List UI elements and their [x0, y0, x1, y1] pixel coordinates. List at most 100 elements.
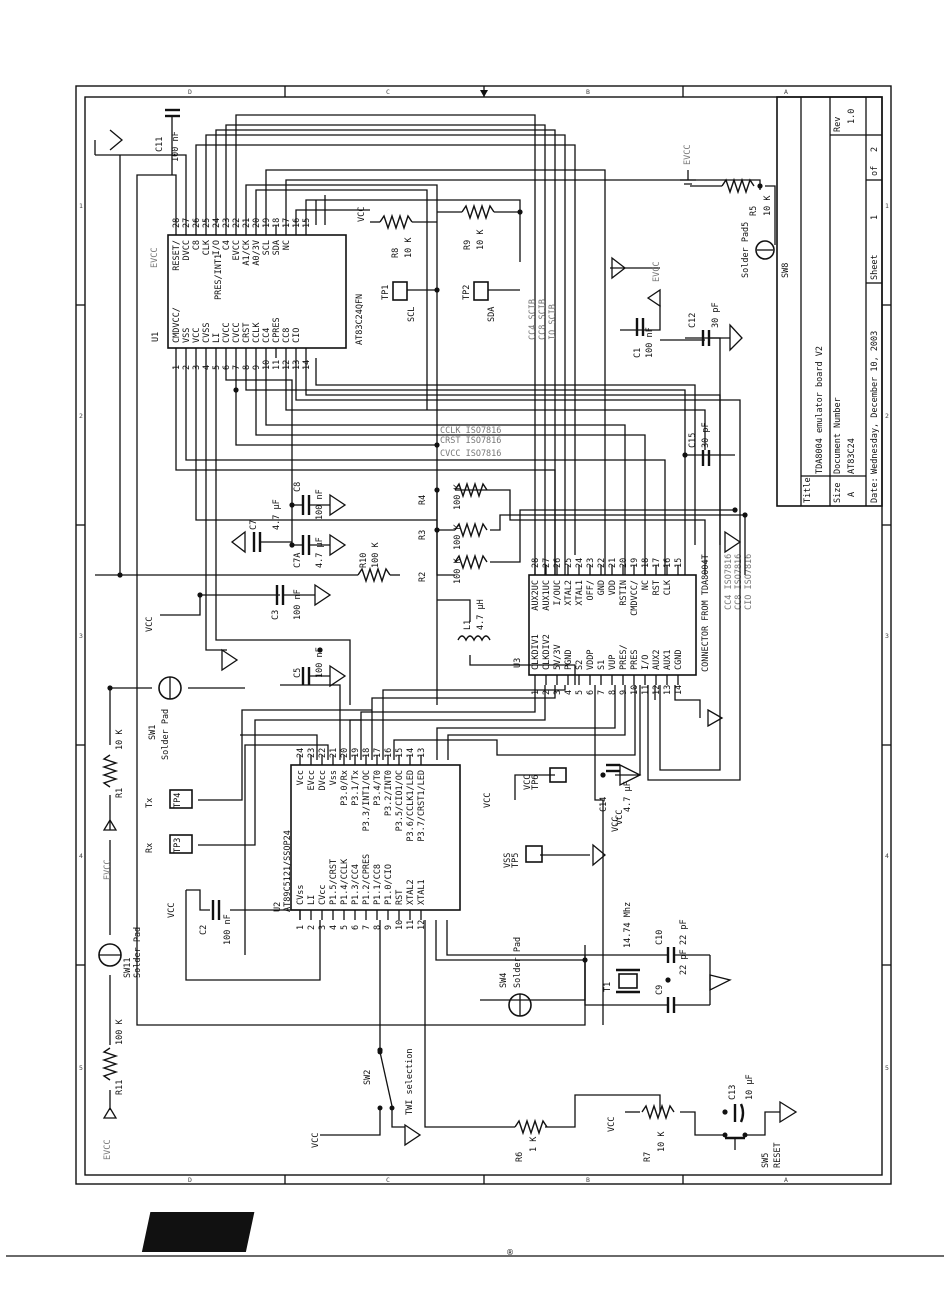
evcc-label-r11: EVCC: [103, 1140, 113, 1160]
u2-pin-name: CVss: [296, 885, 306, 905]
u1-pin-name: CLK: [202, 239, 212, 255]
r11-ref: R11: [115, 1080, 125, 1095]
capacitor-c12: C12 30 pF: [688, 302, 730, 346]
u2-pin-name: Vcc: [296, 770, 306, 785]
zone-number-1: 1: [79, 202, 83, 210]
u1-pin-name: CC4: [262, 328, 272, 343]
solder-pad-sw11: SW11 Solder Pad: [98, 927, 143, 978]
zone-letter-b: B: [586, 88, 590, 96]
crystal-t1: T1 14.74 Mhz: [603, 902, 640, 994]
u1-pin-number: 7: [232, 365, 242, 370]
zone-letter-d: D: [188, 88, 192, 96]
u1-pin-name: CVSS: [202, 323, 212, 343]
u3-pin-name: XTAL2: [564, 580, 574, 606]
r3-ref: R3: [418, 530, 428, 540]
u1-ref: U1: [151, 332, 161, 342]
zone-number-1-right: 1: [885, 202, 889, 210]
vcc-label-c2: VCC: [167, 903, 177, 918]
u2-pin-number: 11: [406, 920, 416, 930]
u2-pin-number: 5: [340, 925, 350, 930]
zone-letter-c-bottom: C: [386, 1176, 390, 1184]
sw2-ref: SW2: [363, 1070, 373, 1085]
c3-ref: C3: [271, 610, 281, 620]
u1-pin-name: CVCC: [222, 323, 232, 343]
u2-pin-number: 9: [384, 925, 394, 930]
u1-pin-name: RESET/: [172, 240, 182, 271]
resistor-r5: R5 10 K: [721, 177, 773, 216]
u3-pin-name: I/O: [641, 655, 651, 670]
u3-pin-name: PGND: [564, 650, 574, 670]
c14-value: 4.7 µF: [623, 781, 633, 812]
u3-part: CONNECTOR FROM TDA8004T: [701, 554, 711, 672]
sw4-value: Solder Pad: [513, 937, 523, 988]
sheet-value: 1: [870, 215, 880, 220]
u2-pin-name: P1.4/CCLK: [340, 858, 350, 905]
u2-pin-number: 7: [362, 925, 372, 930]
u3-pin-number: 16: [663, 558, 673, 568]
u1-pin-number: 22: [232, 218, 242, 228]
u2-pin-name: P3.0/Rx: [340, 770, 350, 806]
u3-pin-number: 27: [542, 558, 552, 568]
zone-number-3-right: 3: [885, 632, 889, 640]
u1-pin-number: 2: [182, 365, 192, 370]
zone-letter-a: A: [784, 88, 788, 96]
u1-pin-number: 8: [242, 365, 252, 370]
r7-ref: R7: [643, 1152, 653, 1162]
t1-value: 14.74 Mhz: [623, 902, 633, 948]
u1-pres-label: PRES/INT1: [214, 254, 224, 300]
u1-pin-name: CVCC: [232, 323, 242, 343]
r4-value: 100 K: [453, 484, 463, 510]
u1-pin-name: I/O: [212, 240, 222, 255]
u2-pin-number: 23: [307, 748, 317, 758]
resistor-r11: R11 100 K: [101, 1019, 125, 1095]
u1-pin-name: SDA: [272, 240, 282, 255]
u1-pin-name: CMDVCC/: [172, 307, 182, 343]
ground-sw2: [404, 1123, 422, 1147]
u1-part: AT83C24QFN: [355, 294, 365, 345]
u3-pin-number: 25: [564, 558, 574, 568]
u1-pin-number: 23: [222, 218, 232, 228]
evcc-symbol-r11: [102, 1106, 118, 1119]
u3-pin-number: 19: [630, 558, 640, 568]
c7a-ref: C7A: [293, 553, 303, 568]
u1-pin-number: 4: [202, 365, 212, 370]
resistor-r1: R1 10 K: [101, 729, 125, 798]
zone-letter-b-bottom: B: [586, 1176, 590, 1184]
title-block: Title TDA8004 emulator board V2 Size A D…: [776, 96, 883, 507]
u3-pin-number: 11: [641, 685, 651, 695]
r5-ref: R5: [749, 206, 759, 216]
capacitor-c13: C13 10 µF: [728, 1074, 755, 1123]
switch-sw5-reset[interactable]: SW5 RESET: [722, 1132, 784, 1169]
tp4-ref: TP4: [173, 793, 183, 808]
r1-value: 10 K: [115, 729, 125, 750]
c8-ref: C8: [293, 482, 303, 492]
resistor-r4: R4 100 K: [418, 481, 488, 510]
chip-u3: 28AUX2UC27AUX1UC26I/OUC25XTAL224XTAL123O…: [513, 554, 754, 695]
u2-pin-number: 13: [417, 748, 427, 758]
net-cvcc-iso7816: CVCC ISO7816: [440, 449, 501, 459]
u1-pin-name: SCL: [262, 240, 272, 255]
switch-sw2[interactable]: SW2 TWI selection: [363, 1048, 415, 1115]
l1-value: 4.7 µH: [476, 599, 486, 630]
sw11-ref: SW11: [123, 958, 133, 978]
resistor-r8: R8 10 K: [370, 213, 437, 258]
ground-tp5: [592, 843, 607, 867]
c7-ref: C7: [249, 520, 259, 530]
evcc-label-top: EVCC: [683, 145, 693, 165]
date-value: Wednesday, December 10, 2003: [870, 331, 880, 474]
ground-c3: [314, 583, 332, 607]
u1-pin-number: 18: [272, 218, 282, 228]
u3-pin-name: VDDP: [586, 650, 596, 670]
u3-pin-number: 9: [619, 690, 629, 695]
u2-pin-name: P3.3/INT1/OC: [362, 770, 372, 831]
u1-pin-number: 25: [202, 218, 212, 228]
u1-pin-number: 21: [242, 218, 252, 228]
u1-pin-number: 28: [172, 218, 182, 228]
u3-pin-name: AUX2: [652, 650, 662, 670]
u2-pin-name: P1.2/CPRES: [362, 854, 372, 905]
u2-pin-number: 22: [318, 748, 328, 758]
evcc-symbol-c1: [646, 288, 661, 308]
vcc-label-c14: VCC: [611, 817, 621, 832]
c9-value: 22 pF: [679, 949, 689, 975]
u2-pin-name: P1.0/CIO: [384, 864, 394, 905]
